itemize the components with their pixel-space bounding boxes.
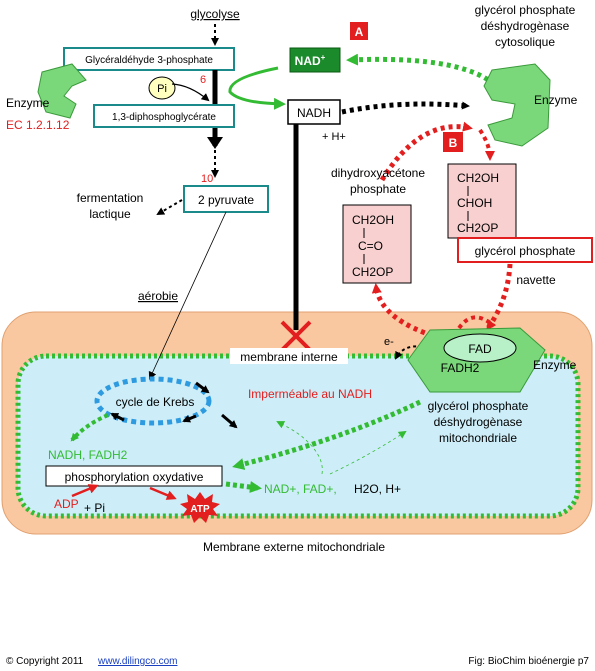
hplus-label: + H+ — [322, 131, 346, 143]
fermentation-arrow — [156, 199, 183, 216]
nadh-fadh2-label: NADH, FADH2 — [48, 448, 128, 462]
cyto-enzyme-line2: déshydrogènase — [481, 19, 570, 33]
g3p-box — [63, 47, 235, 71]
inner-membrane-label-bg — [230, 348, 348, 364]
fad-oval — [443, 333, 517, 363]
cyto-enzyme-icon — [483, 63, 551, 147]
g3p-to-mito-enzyme-arrow — [485, 263, 513, 331]
copyright: © Copyright 2011 — [6, 656, 84, 667]
dhap-structure-box — [342, 204, 412, 284]
marker-a-label: A — [355, 25, 364, 39]
dhap-struct-line1: CH2OH — [352, 213, 394, 227]
enzyme-left-ec: EC 1.2.1.12 — [6, 118, 70, 132]
outer-membrane-label: Membrane externe mitochondriale — [203, 540, 385, 554]
fad-recycle-arrow — [329, 430, 407, 475]
g3p-struct-line1: CH2OH — [457, 171, 499, 185]
nad-to-nadh-arrow — [228, 66, 286, 110]
nadh-box — [287, 99, 341, 125]
electron-arrow — [395, 345, 429, 360]
oxphos-box — [45, 465, 223, 487]
g3p-name-label: glycérol phosphate — [475, 244, 576, 258]
step-6-label: 6 — [200, 74, 206, 86]
pyruvate-to-krebs-arrow — [148, 211, 227, 380]
electron-label: e- — [384, 336, 394, 348]
pi-label: Pi — [157, 83, 167, 95]
marker-b — [443, 132, 463, 152]
shuttle-label: navette — [516, 273, 556, 287]
dhap-struct-line2: C=O — [358, 239, 383, 253]
cyto-enzyme-line3: cytosolique — [495, 35, 555, 49]
krebs-label: cycle de Krebs — [116, 395, 195, 409]
cyto-enzyme-line1: glycérol phosphate — [475, 3, 576, 17]
dhap-title1: dihydroxyacétone — [331, 166, 425, 180]
atp-starburst-icon — [180, 492, 220, 523]
mito-enzyme-line1: glycérol phosphate — [428, 399, 529, 413]
marker-b-label: B — [449, 136, 458, 150]
fadh2-label: FADH2 — [441, 361, 480, 375]
red-shuttle-loop — [453, 315, 496, 336]
enzyme-to-nad-arrow — [346, 53, 502, 92]
bpg-box — [93, 104, 235, 128]
pi-circle — [148, 76, 176, 100]
krebs-arrow-4 — [221, 413, 238, 429]
aerobic-label: aérobie — [138, 289, 178, 303]
fad-label: FAD — [468, 342, 492, 356]
mito-enzyme-label: Enzyme — [533, 358, 577, 372]
adp-label: ADP — [54, 497, 79, 511]
dhap-struct-line3: CH2OP — [352, 265, 393, 279]
inner-membrane-label: membrane interne — [240, 350, 338, 364]
atp-arrow — [149, 486, 177, 500]
fermentation-line1: fermentation — [77, 191, 144, 205]
website-link[interactable]: www.dilingco.com — [97, 656, 177, 667]
bpg-arrowhead — [207, 137, 223, 149]
krebs-to-nadh-arrow — [70, 413, 109, 442]
g3p-struct-line3: CH2OP — [457, 221, 498, 235]
atp-label: ATP — [190, 504, 210, 515]
enzyme-to-g3p-arrow — [478, 128, 495, 161]
mito-enzyme-line2: déshydrogènase — [434, 415, 523, 429]
g3p-structure-box — [447, 163, 517, 239]
blocked-cross-icon — [280, 320, 312, 352]
nadh-label: NADH — [297, 106, 331, 120]
pyruvate-box — [183, 185, 269, 213]
dhap-to-enzyme-arrow — [379, 121, 473, 182]
nad-box — [289, 47, 341, 73]
cyto-enzyme-label: Enzyme — [534, 93, 578, 107]
plus-pi-label: + Pi — [84, 501, 105, 515]
glycolysis-title: glycolyse — [190, 7, 240, 21]
oxphos-to-products-arrow — [225, 481, 262, 493]
krebs-cycle-ring — [94, 376, 212, 426]
g3p-struct-line2: CHOH — [457, 196, 492, 210]
water-label: H2O, H+ — [354, 482, 401, 496]
nadh-to-enzyme-arrow — [341, 101, 470, 115]
enzyme-left-label: Enzyme — [6, 96, 50, 110]
g3p-name-box — [457, 237, 593, 263]
bpg-label: 1,3-diphosphoglycérate — [112, 112, 216, 123]
impermeable-label: Imperméable au NADH — [248, 387, 372, 401]
oxphos-label: phosphorylation oxydative — [65, 470, 204, 484]
figure-caption: Fig: BioChim bioénergie p7 — [468, 656, 589, 667]
fadh2-to-oxphos-arrow — [232, 399, 422, 470]
marker-a — [350, 22, 368, 40]
enzyme-left-icon — [37, 63, 87, 119]
krebs-arrow-1 — [195, 381, 210, 394]
pi-arrow — [171, 83, 210, 102]
pyruvate-label: 2 pyruvate — [198, 193, 254, 207]
fermentation-line2: lactique — [89, 207, 131, 221]
nad-label: NAD+ — [295, 53, 326, 68]
krebs-arrow-3 — [110, 412, 125, 422]
krebs-arrow-2 — [182, 414, 197, 423]
step-10-label: 10 — [201, 173, 213, 185]
adp-arrow — [71, 484, 99, 498]
dhap-title2: phosphate — [350, 182, 406, 196]
g3p-label: Glycéraldéhyde 3-phosphate — [85, 55, 213, 66]
mito-enzyme-line3: mitochondriale — [439, 431, 517, 445]
products-label: NAD+, FAD+, — [264, 482, 337, 496]
